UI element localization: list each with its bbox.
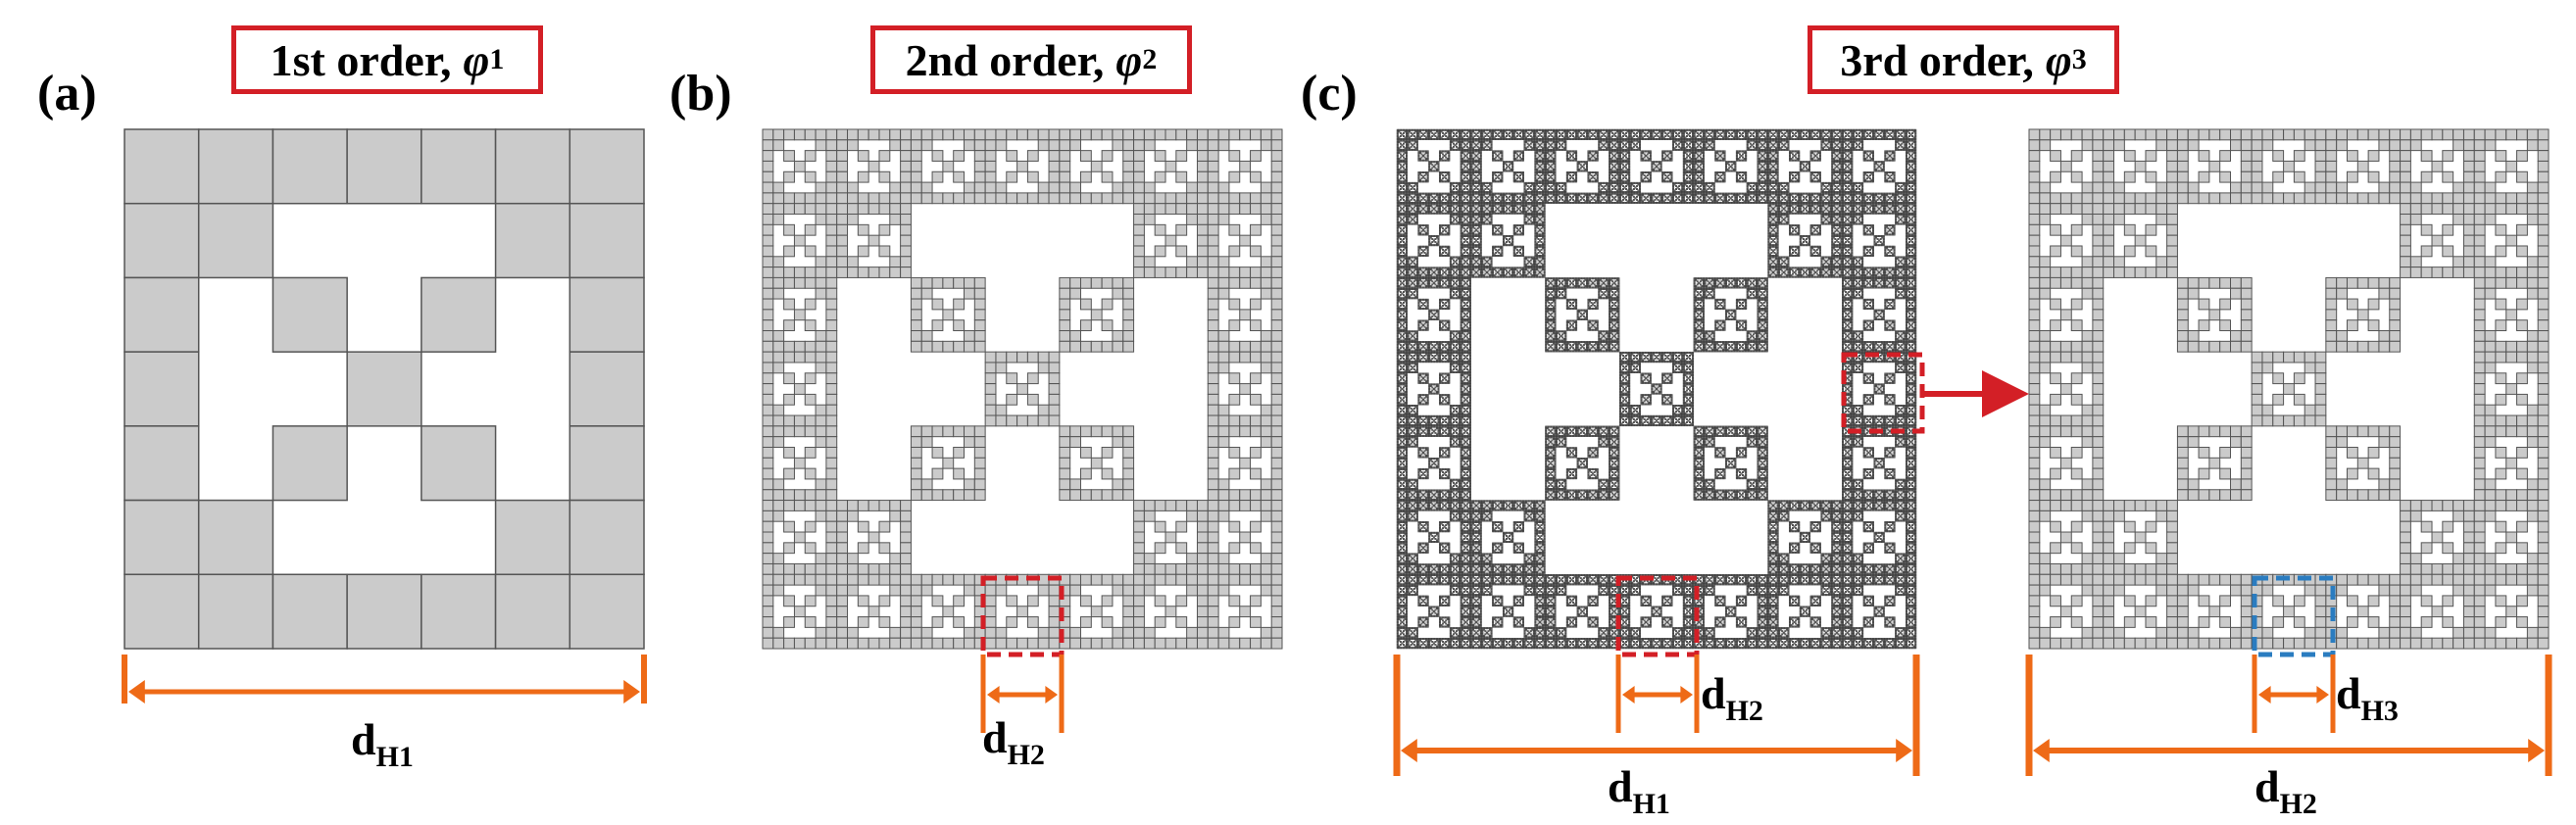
dim-c-large-arrow-right bbox=[1896, 739, 1912, 762]
dim-b-arrow-right bbox=[1045, 686, 1058, 704]
fractal-third-order bbox=[1397, 129, 1916, 649]
dim-label-b: dH2 bbox=[982, 711, 1045, 772]
dim-c-zoom-small-arrow-left bbox=[2258, 686, 2271, 704]
dim-c-small-arrow-right bbox=[1680, 686, 1693, 704]
dim-b-arrow-left bbox=[987, 686, 1000, 704]
dim-c-zoom-small-arrow-right bbox=[2316, 686, 2329, 704]
dim-c-zoom-large-arrow-right bbox=[2528, 739, 2545, 762]
dim-a-arrow-right bbox=[623, 680, 640, 704]
dim-label-a: dH1 bbox=[351, 713, 414, 774]
dim-label-c-small: dH2 bbox=[1701, 667, 1763, 728]
dim-label-c-zoom-large: dH2 bbox=[2254, 760, 2317, 821]
dim-label-c-zoom-small: dH3 bbox=[2336, 667, 2399, 728]
dim-label-c-large: dH1 bbox=[1608, 760, 1670, 821]
dim-c-large-arrow-left bbox=[1401, 739, 1417, 762]
dim-c-small-arrow-left bbox=[1622, 686, 1635, 704]
fractal-third-order-zoom bbox=[2029, 129, 2549, 649]
fractal-second-order bbox=[763, 129, 1282, 649]
dim-a-arrow-left bbox=[128, 680, 145, 704]
dim-c-zoom-large-arrow-left bbox=[2033, 739, 2050, 762]
fractal-first-order bbox=[124, 129, 644, 649]
